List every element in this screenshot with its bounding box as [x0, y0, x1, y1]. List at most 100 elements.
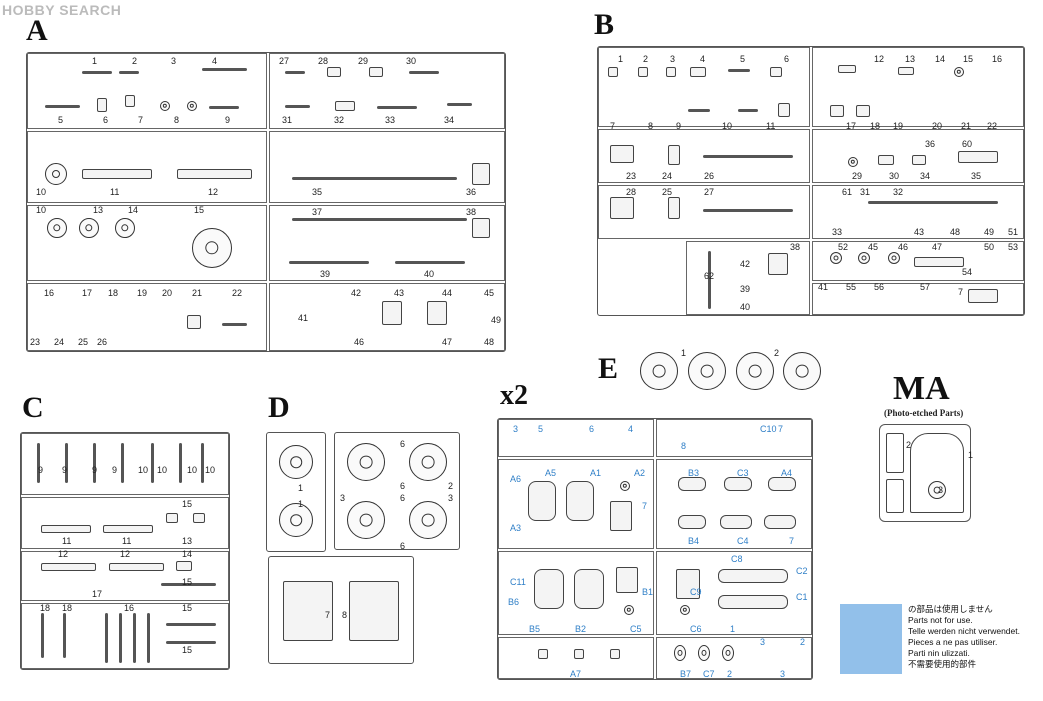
- part-number-a: 25: [78, 337, 89, 347]
- part-rod: [728, 69, 750, 72]
- part-number-e: 7: [642, 501, 648, 511]
- part-number-b: 11: [766, 121, 776, 131]
- part-number-a: 16: [44, 288, 55, 298]
- part-rod: [447, 103, 472, 106]
- part-rod: [285, 71, 305, 74]
- part-number-c: 17: [92, 589, 103, 599]
- part-number-b: 3: [670, 54, 676, 64]
- sprue-c-frame: [20, 432, 230, 670]
- part-number-b: 8: [648, 121, 654, 131]
- sprue-e-label: E: [598, 352, 619, 385]
- part-small: [770, 67, 782, 77]
- part-number-b: 15: [963, 54, 974, 64]
- part-number-c: 15: [182, 603, 193, 613]
- part-number-c: 15: [182, 499, 193, 509]
- sprue-b-cell: [812, 241, 1024, 281]
- part-rod: [377, 106, 417, 109]
- part-number-b: 27: [704, 187, 715, 197]
- part-figure-head: [722, 645, 734, 661]
- part-small: [666, 67, 676, 77]
- part-small: [610, 649, 620, 659]
- part-shell: [121, 443, 124, 483]
- part-figure-head: [674, 645, 686, 661]
- sprue-a-cell: [27, 53, 267, 129]
- part-rod: [166, 623, 216, 626]
- part-rod: [708, 251, 711, 309]
- part-number-a: 39: [320, 269, 331, 279]
- part-small: [668, 145, 680, 165]
- sprue-a-label: A: [26, 14, 48, 47]
- part-number-e: 4: [628, 424, 634, 434]
- part-number-e: C2: [796, 566, 808, 576]
- sprue-b-cell: [686, 241, 810, 315]
- part-number-d: 3: [448, 493, 454, 503]
- part-number-b: 5: [740, 54, 746, 64]
- part-number-a: 27: [279, 56, 290, 66]
- part-number-e: C5: [630, 624, 642, 634]
- part-number-e: A5: [545, 468, 557, 478]
- part-number-a: 21: [192, 288, 203, 298]
- part-number-b: 6: [784, 54, 790, 64]
- part-number-a: 10: [36, 187, 47, 197]
- part-number-e: A3: [510, 523, 522, 533]
- part-number-b: 35: [971, 171, 982, 181]
- part-number-e: C4: [737, 536, 749, 546]
- part-barrel: [292, 177, 457, 180]
- sprue-e-cell: [498, 419, 654, 457]
- part-number-b: 50: [984, 242, 995, 252]
- part-number-b: 32: [893, 187, 904, 197]
- part-number-a: 14: [128, 205, 139, 215]
- sprue-e-cell: [498, 459, 654, 549]
- part-etched: [886, 433, 904, 473]
- part-number-b: 39: [740, 284, 751, 294]
- part-number-b: 31: [860, 187, 871, 197]
- part-number-a: 26: [97, 337, 108, 347]
- part-number-b: 18: [870, 121, 881, 131]
- part-rod: [105, 613, 108, 663]
- part-small: [838, 65, 856, 73]
- part-number-d: 6: [400, 439, 406, 449]
- sprue-d-frame-3: [268, 556, 414, 664]
- part-number-b: 62: [704, 271, 715, 281]
- part-figure-head: [698, 645, 710, 661]
- part-number-e: 2: [774, 348, 780, 358]
- part-handwheel: [688, 352, 726, 390]
- part-number-d: 3: [340, 493, 346, 503]
- part-number-c: 14: [182, 549, 193, 559]
- part-number-e: 2: [727, 669, 733, 679]
- part-shell: [93, 443, 96, 483]
- part-number-b: 45: [868, 242, 879, 252]
- part-number-ma: 1: [968, 450, 974, 460]
- part-small: [335, 101, 355, 111]
- legend-line: 不需要使用的部件: [908, 659, 977, 669]
- part-figure-legs: [718, 595, 788, 609]
- part-number-ma: 3: [938, 485, 944, 495]
- part-wheel: [279, 445, 313, 479]
- part-number-e: B3: [688, 468, 700, 478]
- part-rod: [409, 71, 439, 74]
- part-rod: [738, 109, 758, 112]
- part-number-c: 18: [62, 603, 73, 613]
- part-figure-legs: [528, 481, 556, 521]
- part-number-a: 11: [110, 187, 120, 197]
- part-number-c: 10: [138, 465, 149, 475]
- part-figure-arm: [768, 477, 796, 491]
- part-number-b: 23: [626, 171, 637, 181]
- part-number-e: B2: [575, 624, 587, 634]
- part-number-a: 24: [54, 337, 65, 347]
- part-wheel: [409, 501, 447, 539]
- part-number-b: 52: [838, 242, 849, 252]
- sprue-b-cell: [598, 47, 810, 127]
- part-figure-arm: [724, 477, 752, 491]
- part-wheel: [79, 218, 99, 238]
- part-small: [856, 105, 870, 117]
- sprue-b-cell: [812, 129, 1024, 183]
- part-number-b: 4: [700, 54, 706, 64]
- part-figure-arm: [678, 515, 706, 529]
- sprue-e-frame: [497, 418, 813, 680]
- part-number-a: 31: [282, 115, 293, 125]
- part-etched: [886, 479, 904, 513]
- part-figure-head: [620, 481, 630, 491]
- part-number-c: 10: [205, 465, 216, 475]
- part-number-e: 2: [800, 637, 806, 647]
